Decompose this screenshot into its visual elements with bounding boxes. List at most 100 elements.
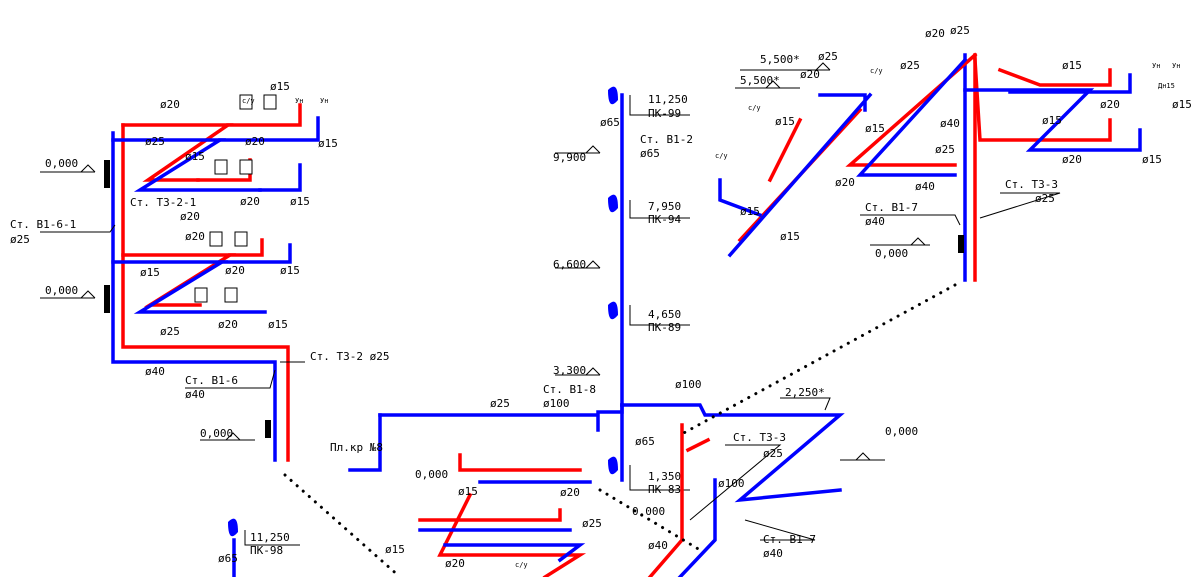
- elevation-label: 5,500*: [740, 74, 780, 87]
- diameter-label: ø15: [290, 195, 310, 208]
- diameter-label: ø15: [740, 205, 760, 218]
- diameter-label: ø15: [780, 230, 800, 243]
- diameter-label: ø15: [270, 80, 290, 93]
- diameter-label: ø15: [385, 543, 405, 556]
- dotted-connector: [283, 473, 402, 577]
- elevation-label: 5,500*: [760, 53, 800, 66]
- diameter-label: ø100: [718, 477, 745, 490]
- diameter-label: ø25: [10, 233, 30, 246]
- diameter-label: ø40: [763, 547, 783, 560]
- diameter-label: ø15: [1172, 98, 1192, 111]
- elevation-label: 3,300: [553, 364, 586, 377]
- right-bottom-system: [647, 397, 885, 577]
- fixture-label: Ун: [295, 97, 303, 105]
- fixture-label: с/у: [748, 104, 761, 112]
- fixture-label: с/у: [715, 152, 728, 160]
- diameter-label: ø40: [865, 215, 885, 228]
- fixture-label: Дн15: [1158, 82, 1175, 90]
- diameter-label: ø20: [925, 27, 945, 40]
- elevation-label: 9,900: [553, 151, 586, 164]
- hydrant-id: ПК-94: [648, 213, 681, 226]
- diameter-label: ø15: [1062, 59, 1082, 72]
- diameter-label: ø20: [445, 557, 465, 570]
- hydrant-elevation: 11,250: [250, 531, 290, 544]
- diameter-label: ø65: [640, 147, 660, 160]
- riser-label-t3-3-right: Ст. Т3-3: [1005, 178, 1058, 191]
- diameter-label: ø25: [145, 135, 165, 148]
- fixture-label: Ун: [320, 97, 328, 105]
- diameter-label: ø20: [560, 486, 580, 499]
- riser-label-t3-2-1: Ст. Т3-2-1: [130, 196, 196, 209]
- diameter-label: ø25: [900, 59, 920, 72]
- diameter-label: ø40: [145, 365, 165, 378]
- diameter-label: ø15: [1042, 114, 1062, 127]
- diameter-label: ø40: [940, 117, 960, 130]
- diameter-label: ø25: [818, 50, 838, 63]
- diameter-label: ø20: [180, 210, 200, 223]
- diameter-label: ø15: [280, 264, 300, 277]
- center-bottom-fixtures: [418, 453, 592, 577]
- hydrant-elevation: 11,250: [648, 93, 688, 106]
- diameter-label: ø25: [490, 397, 510, 410]
- hydrant-elevation: 4,650: [648, 308, 681, 321]
- hydrant-icon: [608, 456, 618, 475]
- diameter-label: ø20: [225, 264, 245, 277]
- diameter-label: ø65: [635, 435, 655, 448]
- diameter-label: ø65: [218, 552, 238, 565]
- elevation-label: 0,000: [875, 247, 908, 260]
- diameter-label: ø20: [218, 318, 238, 331]
- diameter-label: ø15: [865, 122, 885, 135]
- hydrant-elevation: 7,950: [648, 200, 681, 213]
- diameter-label: ø25: [950, 24, 970, 37]
- riser-label-b1-7-bottom: Ст. В1-7: [763, 533, 816, 546]
- diameter-label: ø40: [915, 180, 935, 193]
- diameter-label: ø15: [185, 150, 205, 163]
- diameter-label: ø25: [935, 143, 955, 156]
- riser-label-b1-6-1: Ст. В1-6-1: [10, 218, 76, 231]
- fixture-label: с/у: [870, 67, 883, 75]
- diameter-label: ø20: [1062, 153, 1082, 166]
- riser-label-b1-7-right: Ст. В1-7: [865, 201, 918, 214]
- valve-label: Пл.кр №8: [330, 441, 383, 454]
- diameter-label: ø65: [600, 116, 620, 129]
- hydrant-icon: [228, 518, 238, 537]
- elevation-label: 0,000: [415, 468, 448, 481]
- elevation-label: 0,000: [885, 425, 918, 438]
- diameter-label: ø15: [268, 318, 288, 331]
- diameter-label: ø20: [185, 230, 205, 243]
- elevation-label: 2,250*: [785, 386, 825, 399]
- riser-label-b1-8: Ст. В1-8: [543, 383, 596, 396]
- fixture-label: Ун: [1152, 62, 1160, 70]
- hydrant-id: ПК-89: [648, 321, 681, 334]
- hydrant-icon: [608, 86, 618, 105]
- hydrant-id: ПК-98: [250, 544, 283, 557]
- diameter-label: ø20: [800, 68, 820, 81]
- diameter-label: ø25: [582, 517, 602, 530]
- diameter-label: ø15: [140, 266, 160, 279]
- dotted-connector: [678, 283, 957, 437]
- fixture-label: с/у: [242, 97, 255, 105]
- left-system: [40, 94, 320, 462]
- diameter-label: ø40: [648, 539, 668, 552]
- fixture-label: Ун: [1172, 62, 1180, 70]
- diameter-label: ø20: [240, 195, 260, 208]
- hydrant-id: ПК-83: [648, 483, 681, 496]
- diameter-label: ø15: [775, 115, 795, 128]
- diameter-label: ø15: [458, 485, 478, 498]
- diameter-label: ø25: [1035, 192, 1055, 205]
- diameter-label: ø20: [1100, 98, 1120, 111]
- diameter-label: ø20: [160, 98, 180, 111]
- dotted-connector: [598, 488, 702, 552]
- hydrant-icon: [608, 194, 618, 213]
- diameter-label: ø100: [675, 378, 702, 391]
- diameter-label: ø40: [185, 388, 205, 401]
- elevation-label: 6,600: [553, 258, 586, 271]
- riser-label-t3-3-bottom: Ст. Т3-3: [733, 431, 786, 444]
- diameter-label: ø15: [1142, 153, 1162, 166]
- hydrant-icon: [608, 301, 618, 320]
- diameter-label: ø25: [160, 325, 180, 338]
- right-top-system: [718, 52, 1142, 282]
- elevation-label: 0,000: [45, 284, 78, 297]
- fixture-label: с/у: [515, 561, 528, 569]
- diameter-label: ø20: [245, 135, 265, 148]
